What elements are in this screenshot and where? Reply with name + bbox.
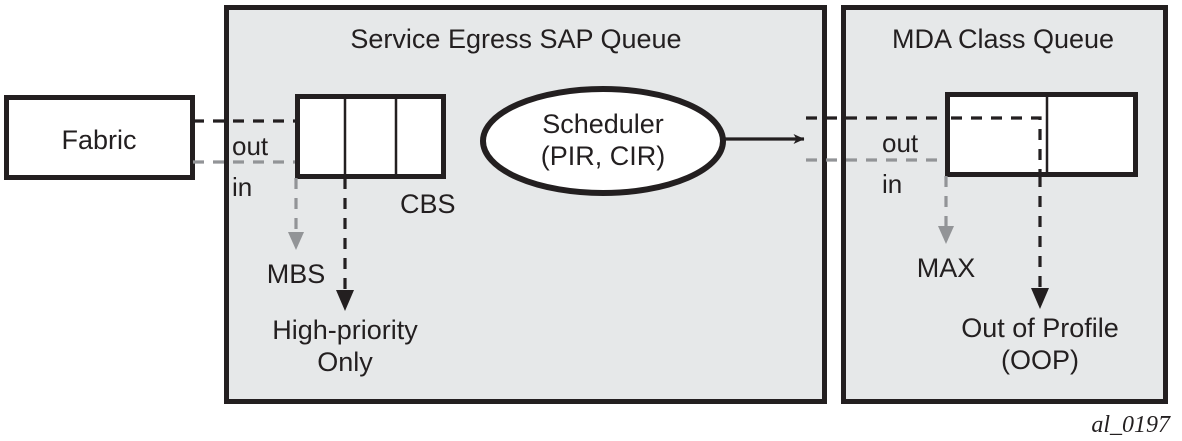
panel-2-background (843, 7, 1166, 402)
panel-2-border (841, 5, 1168, 404)
panel-1-title: Service Egress SAP Queue (350, 24, 681, 54)
figure-caption: al_0197 (1091, 412, 1171, 438)
panel-1-out-label: out (232, 131, 269, 161)
high-priority-label-line1: High-priority (272, 315, 418, 345)
scheduler-ellipse[interactable] (480, 86, 726, 196)
high-priority-annotation: High-priority Only (272, 178, 418, 377)
panel-2-in-label: in (882, 169, 902, 199)
out-of-profile-annotation: Out of Profile (OOP) (961, 176, 1119, 375)
max-annotation: MAX (917, 176, 976, 283)
panel-1-background (226, 7, 825, 402)
scheduler-label-line1: Scheduler (542, 109, 664, 139)
max-arrowhead-icon (938, 226, 954, 244)
fabric-block: Fabric (4, 95, 195, 180)
panel-mda-class-queue: MDA Class Queue (841, 5, 1168, 404)
panel-service-egress-sap-queue: Service Egress SAP Queue (224, 5, 827, 404)
panel-1-in-label: in (232, 172, 252, 202)
mda-inner-dashed-elbow (951, 116, 1042, 174)
mda-queue-box-group (945, 92, 1138, 177)
fabric-box (4, 95, 195, 180)
panel-2-title: MDA Class Queue (892, 24, 1114, 54)
mbs-label: MBS (267, 259, 326, 289)
out-of-profile-label-line1: Out of Profile (961, 313, 1119, 343)
out-of-profile-arrowhead-icon (1031, 288, 1049, 309)
mbs-annotation: MBS (267, 178, 326, 289)
panel-1-border (224, 5, 827, 404)
cbs-label: CBS (400, 189, 456, 219)
sap-queue-box (295, 94, 446, 179)
fabric-label: Fabric (61, 125, 136, 155)
scheduler-node[interactable]: Scheduler (PIR, CIR) (480, 86, 726, 196)
high-priority-label-line2: Only (317, 347, 373, 377)
scheduler-label-line2: (PIR, CIR) (541, 141, 666, 171)
out-of-profile-label-line2: (OOP) (1001, 345, 1079, 375)
mbs-arrowhead-icon (288, 232, 304, 250)
panel-2-out-label: out (882, 128, 919, 158)
high-priority-arrowhead-icon (336, 290, 354, 311)
max-label: MAX (917, 253, 976, 283)
sap-queue-box-group (295, 94, 446, 179)
